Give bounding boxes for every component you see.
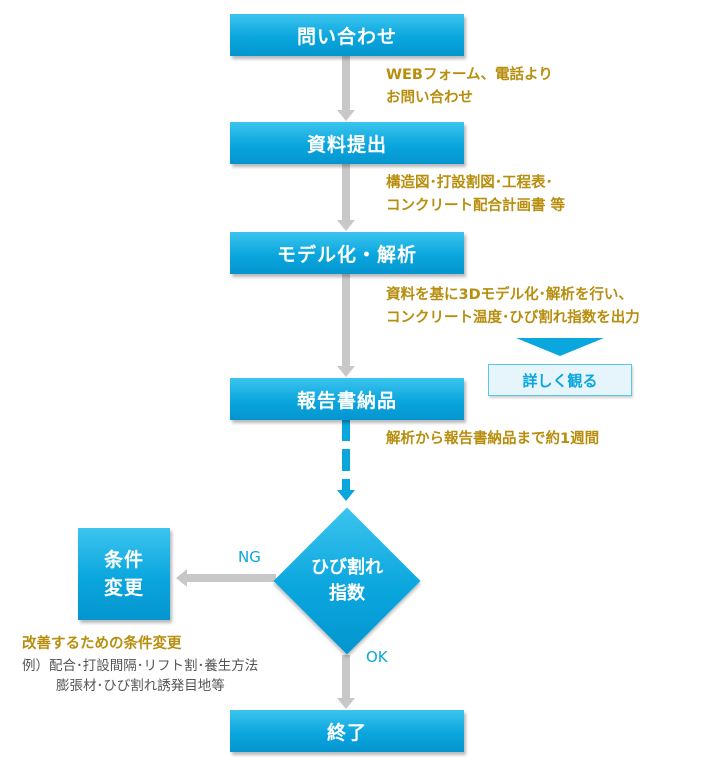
step-end: 終了 bbox=[230, 710, 464, 752]
arrowhead-analysis bbox=[337, 220, 355, 231]
decision-line1: ひび割れ bbox=[311, 557, 383, 578]
step-report-label: 報告書納品 bbox=[296, 389, 397, 412]
dashed-connector-seg-1 bbox=[342, 419, 350, 441]
note-analysis-line2: コンクリート温度･ひび割れ指数を出力 bbox=[386, 310, 640, 326]
condition-change-line2: 変更 bbox=[103, 577, 144, 599]
note-submit: 構造図･打設割図･工程表･ コンクリート配合計画書 等 bbox=[386, 172, 565, 218]
arrowhead-end bbox=[337, 698, 355, 709]
connector-decision-end bbox=[342, 655, 350, 699]
condition-change-box: 条件 変更 bbox=[78, 528, 170, 620]
step-report: 報告書納品 bbox=[230, 378, 464, 420]
note-submit-line1: 構造図･打設割図･工程表･ bbox=[386, 175, 553, 191]
decision-text: ひび割れ 指数 bbox=[273, 507, 421, 655]
note-submit-line2: コンクリート配合計画書 等 bbox=[386, 198, 566, 214]
decision-crack-index: ひび割れ 指数 bbox=[273, 507, 421, 655]
note-inquiry-line1: WEBフォーム、電話より bbox=[386, 67, 553, 83]
detail-view-button[interactable]: 詳しく観る bbox=[488, 364, 632, 396]
arrowhead-decision bbox=[337, 490, 355, 501]
dashed-connector-seg-2 bbox=[342, 449, 350, 471]
ng-label: NG bbox=[238, 548, 261, 566]
detail-view-button-label: 詳しく観る bbox=[522, 371, 598, 390]
note-report: 解析から報告書納品まで約1週間 bbox=[386, 428, 599, 451]
improvement-examples: 例）配合･打設間隔･リフト割･養生方法 膨張材･ひび割れ誘発目地等 bbox=[22, 656, 258, 696]
improvement-example-line2: 膨張材･ひび割れ誘発目地等 bbox=[56, 678, 225, 694]
note-inquiry: WEBフォーム、電話より お問い合わせ bbox=[386, 64, 553, 110]
connector-analysis-report bbox=[342, 274, 350, 367]
note-inquiry-line2: お問い合わせ bbox=[386, 90, 473, 106]
ok-label: OK bbox=[366, 648, 388, 666]
connector-submit-analysis bbox=[342, 164, 350, 221]
connector-inquiry-submit bbox=[342, 56, 350, 111]
arrowhead-condition bbox=[176, 569, 187, 587]
dashed-connector-seg-3 bbox=[342, 479, 350, 491]
step-submit-label: 資料提出 bbox=[306, 133, 387, 156]
step-end-label: 終了 bbox=[326, 721, 367, 744]
note-analysis: 資料を基に3Dモデル化･解析を行い、 コンクリート温度･ひび割れ指数を出力 bbox=[386, 284, 640, 330]
step-inquiry: 問い合わせ bbox=[230, 14, 464, 56]
step-inquiry-label: 問い合わせ bbox=[296, 25, 397, 48]
note-report-line1: 解析から報告書納品まで約1週間 bbox=[386, 431, 600, 447]
decision-line2: 指数 bbox=[329, 583, 365, 604]
condition-change-line1: 条件 bbox=[103, 549, 144, 571]
step-submit: 資料提出 bbox=[230, 122, 464, 164]
arrowhead-submit bbox=[337, 110, 355, 121]
improvement-example-line1: 例）配合･打設間隔･リフト割･養生方法 bbox=[22, 658, 259, 674]
improvement-title: 改善するための条件変更 bbox=[22, 636, 182, 652]
connector-decision-condition bbox=[186, 574, 276, 582]
detail-pointer-triangle bbox=[516, 338, 604, 356]
arrowhead-report bbox=[337, 366, 355, 377]
note-analysis-line1: 資料を基に3Dモデル化･解析を行い、 bbox=[386, 287, 633, 303]
step-analysis: モデル化・解析 bbox=[230, 232, 464, 274]
step-analysis-label: モデル化・解析 bbox=[276, 243, 417, 266]
